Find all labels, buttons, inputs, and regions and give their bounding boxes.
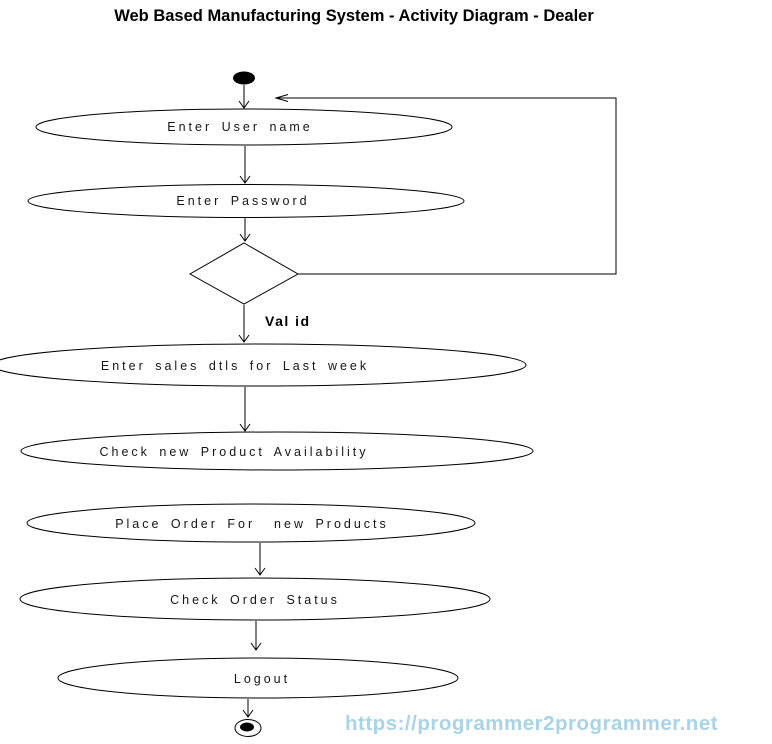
activity-oval	[0, 343, 527, 387]
arrowhead-left-icon	[274, 94, 289, 102]
initial-node	[233, 71, 255, 85]
activity-label: Enter sales dtls for Last week	[101, 359, 369, 373]
activity-check-availability: Check new Product Availability	[20, 431, 534, 471]
edge-enter-sales-to-check-availability	[239, 387, 251, 432]
arrowhead-down-icon	[242, 709, 254, 718]
page-title: Web Based Manufacturing System - Activit…	[114, 7, 594, 25]
activity-oval	[19, 577, 491, 621]
activity-label: Check Order Status	[170, 593, 340, 607]
edge-label-valid: Val id	[265, 313, 311, 329]
decision-diamond	[188, 242, 300, 305]
activity-label: Enter User name	[167, 120, 312, 134]
activity-enter-sales: Enter sales dtls for Last week	[0, 343, 527, 387]
activity-oval	[35, 108, 453, 146]
activity-check-order-status: Check Order Status	[19, 577, 491, 621]
activity-oval	[20, 431, 534, 471]
edge-enter-user-name-to-enter-password	[239, 146, 251, 184]
activity-label: Place Order For new Products	[115, 517, 389, 531]
arrowhead-down-icon	[239, 233, 251, 242]
arrowhead-down-icon	[239, 175, 251, 184]
arrowhead-down-icon	[254, 567, 266, 576]
activity-label: Enter Password	[176, 194, 309, 208]
arrowhead-down-icon	[238, 334, 250, 343]
edge-start-to-enter-user-name	[238, 85, 250, 109]
watermark-url: https://programmer2programmer.net	[345, 712, 718, 735]
edge-logout-to-final	[242, 699, 254, 718]
activity-place-order: Place Order For new Products	[26, 503, 476, 543]
activity-oval	[57, 657, 459, 699]
edge-enter-password-to-valid-check	[239, 218, 251, 242]
activity-enter-user-name: Enter User name	[35, 108, 453, 146]
final-node	[234, 719, 262, 737]
arrowhead-down-icon	[238, 100, 250, 109]
activity-logout: Logout	[57, 657, 459, 699]
loop-back-line	[276, 97, 617, 275]
activity-enter-password: Enter Password	[27, 184, 465, 218]
final-node-inner-dot	[240, 722, 254, 732]
activity-label: Logout	[234, 672, 290, 686]
edge-valid-check-loop-back	[274, 94, 617, 275]
arrowhead-down-icon	[250, 642, 262, 651]
edge-valid-check-to-enter-sales: Val id	[238, 305, 311, 343]
activity-oval	[27, 184, 465, 218]
activity-label: Check new Product Availability	[100, 445, 369, 459]
edge-check-order-status-to-logout	[250, 621, 262, 651]
activity-oval	[26, 503, 476, 543]
edge-place-order-to-check-order-status	[254, 543, 266, 576]
arrowhead-down-icon	[239, 423, 251, 432]
